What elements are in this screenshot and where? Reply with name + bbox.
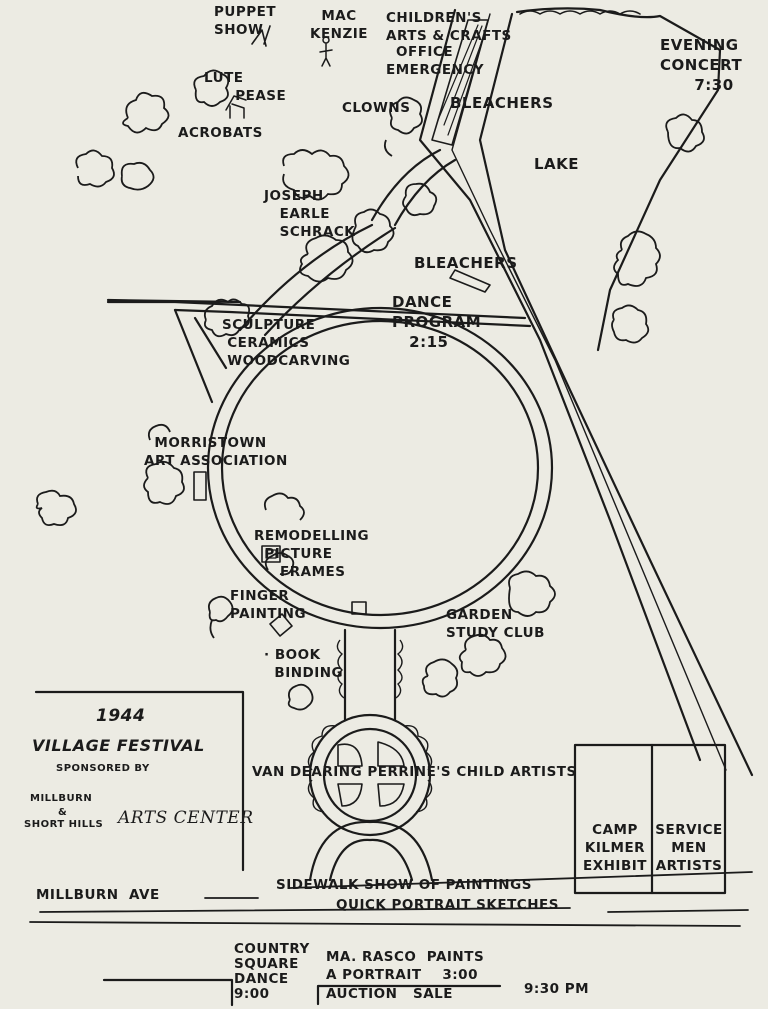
- tree: [35, 489, 77, 527]
- puppet-stand: [251, 25, 271, 47]
- book-binding-label: · BOOK BINDING: [264, 647, 344, 681]
- shrub-border: [307, 725, 433, 813]
- sponsored-by-label: SPONSORED BY: [56, 763, 150, 774]
- tree: [203, 298, 251, 338]
- festival-title: VILLAGE FESTIVAL: [32, 736, 205, 755]
- shrub-border: [336, 639, 404, 699]
- millburn-ave-label: MILLBURN AVE: [36, 887, 160, 903]
- sponsor-short-hills: SHORT HILLS: [24, 819, 104, 830]
- auction-bracket: [316, 984, 502, 1006]
- finger-painting-label: FINGER PAINTING: [230, 588, 307, 622]
- tree: [613, 230, 661, 287]
- tree: [122, 91, 170, 134]
- main-road-left-edge: [418, 8, 702, 762]
- tree: [383, 96, 423, 157]
- country-dance-label: COUNTRY SQUARE DANCE 9:00: [234, 941, 310, 1002]
- tree: [508, 570, 556, 617]
- festival-box: [34, 690, 245, 872]
- lute-pease-label: LUTE PEASE: [204, 70, 287, 104]
- tree: [193, 69, 230, 107]
- sculpture-label: SCULPTURE CERAMICS WOODCARVING: [222, 317, 351, 369]
- auction-sale-label: AUCTION SALE: [326, 986, 454, 1002]
- festival-year: 1944: [96, 706, 146, 726]
- tree: [299, 234, 354, 283]
- remodelling-label: REMODELLING PICTURE FRAMES: [254, 528, 370, 580]
- clowns-label: CLOWNS: [342, 100, 411, 116]
- sponsor-ampersand: &: [58, 807, 68, 818]
- trees-group: [35, 69, 705, 813]
- tree: [263, 492, 305, 521]
- morristown-stand: [193, 471, 207, 501]
- garden-circle: [308, 713, 432, 837]
- bleachers-top-label: BLEACHERS: [450, 94, 554, 112]
- tree: [120, 161, 155, 191]
- mac-kenzie-label: MAC KENZIE: [310, 8, 369, 42]
- chair-icon: [225, 95, 247, 119]
- childrens-arts-label: CHILDREN'S ARTS & CRAFTS: [386, 10, 512, 44]
- lake-shore-ripples: [519, 10, 641, 15]
- tree: [611, 304, 650, 344]
- tree: [75, 149, 115, 188]
- garden-arch: [308, 820, 434, 882]
- sponsor-millburn: MILLBURN: [30, 793, 93, 804]
- puppet-show-label: PUPPET SHOW: [214, 4, 277, 38]
- main-road-right-edge: [478, 12, 754, 777]
- bleachers-mid-label: BLEACHERS: [414, 254, 518, 272]
- office-label: OFFICE: [396, 44, 454, 60]
- emergency-label: EMERGENCY: [386, 62, 485, 78]
- quick-portrait-label: QUICK PORTRAIT SKETCHES: [336, 897, 559, 913]
- tree: [402, 182, 438, 217]
- north-path: [370, 148, 457, 227]
- auction-time-label: 9:30 PM: [524, 981, 590, 997]
- tree: [143, 423, 185, 505]
- evening-concert-label: EVENING CONCERT 7:30: [660, 36, 743, 94]
- tree: [287, 683, 314, 711]
- picture-frame: [261, 545, 281, 563]
- oval-track-outer: [206, 306, 554, 630]
- tree: [264, 552, 295, 576]
- avenue-line-2: [39, 907, 749, 913]
- figure-icon: [319, 43, 333, 67]
- lake-label: LAKE: [534, 155, 580, 173]
- arts-center-label: ARTS CENTER: [118, 808, 254, 828]
- rasco-portrait-label: MA. RASCO PAINTS A PORTRAIT 3:00: [326, 949, 485, 983]
- oval-track-inner: [220, 319, 540, 617]
- dance-program-label: DANCE PROGRAM 2:15: [392, 293, 482, 351]
- small-stand: [351, 601, 367, 615]
- sidewalk-show-label: SIDEWALK SHOW OF PAINTINGS: [276, 877, 532, 893]
- cross-path: [106, 298, 527, 320]
- acrobats-label: ACROBATS: [178, 125, 263, 141]
- road-inner-line: [451, 13, 727, 771]
- morristown-label: MORRISTOWN ART ASSOCIATION: [144, 435, 288, 469]
- van-dearing-label: VAN DEARING PERRINE'S CHILD ARTISTS: [252, 764, 577, 780]
- camp-kilmer-label: CAMP KILMER EXHIBIT: [583, 822, 647, 874]
- finger-painting-box: [269, 613, 293, 637]
- exhibit-box: [573, 743, 727, 895]
- south-path: [343, 628, 397, 722]
- tree: [458, 633, 507, 677]
- joseph-schrack-label: JOSEPH EARLE SCHRACK: [264, 188, 356, 240]
- tree: [207, 595, 234, 639]
- bleachers-top: [431, 19, 489, 146]
- tree: [421, 658, 459, 698]
- tree: [351, 208, 395, 254]
- tree: [665, 113, 705, 153]
- avenue-line-1: [204, 871, 753, 899]
- avenue-line-3: [29, 921, 741, 927]
- bleachers-mid: [449, 269, 491, 293]
- sw-branch: [173, 308, 228, 404]
- tree: [282, 149, 350, 201]
- service-men-label: SERVICE MEN ARTISTS: [655, 822, 723, 874]
- garden-club-label: GARDEN STUDY CLUB: [446, 607, 545, 641]
- bottom-line-left: [102, 978, 234, 1007]
